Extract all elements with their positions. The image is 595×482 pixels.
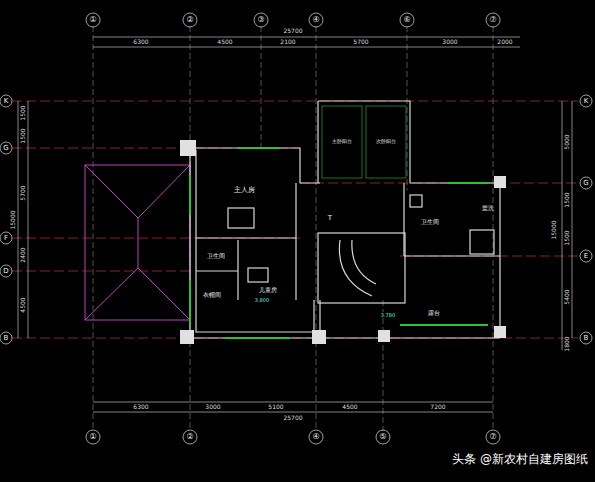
dimension: 1500 [20, 127, 26, 144]
axis-number: K [3, 98, 10, 105]
dimension: 1500 [564, 229, 570, 246]
dimension: 4500 [20, 296, 26, 313]
room-name: 儿童房 [258, 287, 278, 293]
axis-number: D [2, 268, 9, 275]
dimension: 25700 [282, 28, 303, 34]
axis-number: G [582, 180, 589, 187]
axis-number: ⑥ [402, 16, 411, 24]
axis-number: G [2, 145, 9, 152]
stair-mark: T [327, 215, 333, 222]
axis-number: ③ [256, 16, 265, 24]
axis-number: E [583, 253, 589, 260]
axis-number: ④ [311, 433, 320, 441]
elevation: 3.780 [380, 313, 396, 318]
dimension: 7200 [429, 404, 446, 410]
dimension: 5700 [352, 39, 369, 45]
axis-number: ⑦ [488, 16, 497, 24]
room-name: 主人房 [233, 187, 256, 194]
dimension: 5000 [564, 133, 570, 150]
dimension: 5700 [20, 184, 26, 201]
dimension: 5400 [564, 288, 570, 305]
dimension: 15000 [10, 209, 16, 230]
dimension: 25700 [282, 415, 303, 421]
axis-number: ④ [311, 16, 320, 24]
dimension: 2400 [20, 246, 26, 263]
room-name: 盥洗 [481, 205, 495, 211]
axis-number: ⑦ [488, 433, 497, 441]
dimension: 3000 [441, 39, 458, 45]
dimension: 4500 [341, 404, 358, 410]
axis-number: K [583, 98, 590, 105]
dimension: 5100 [267, 404, 284, 410]
axis-number: F [3, 235, 9, 242]
room-name: 衣帽间 [202, 292, 222, 298]
axis-number: ① [88, 433, 97, 441]
room-name: 露台 [427, 310, 441, 316]
axis-number: ⑤ [378, 433, 387, 441]
dimension: 1800 [564, 335, 570, 352]
dimension: 1500 [564, 191, 570, 208]
room-name: 卫生间 [206, 253, 226, 259]
dimension: 3000 [204, 404, 221, 410]
dimension: 2000 [496, 39, 513, 45]
dimension: 1500 [20, 104, 26, 121]
axis-number: ② [185, 16, 194, 24]
room-name: 次卧阳台 [375, 139, 397, 144]
dimension: 2100 [279, 39, 296, 45]
axis-number: ① [88, 16, 97, 24]
axis-number: B [3, 335, 10, 342]
room-name: 卫生间 [420, 219, 440, 225]
elevation: 3.800 [254, 298, 270, 303]
dimension: 15000 [551, 219, 557, 240]
dimension: 6300 [132, 39, 149, 45]
axis-number: B [583, 335, 590, 342]
room-name: 主卧阳台 [331, 139, 353, 144]
axis-number: ② [185, 433, 194, 441]
watermark: 头条 @新农村自建房图纸 [451, 453, 589, 465]
dimension: 4500 [216, 39, 233, 45]
dimension: 6300 [132, 404, 149, 410]
